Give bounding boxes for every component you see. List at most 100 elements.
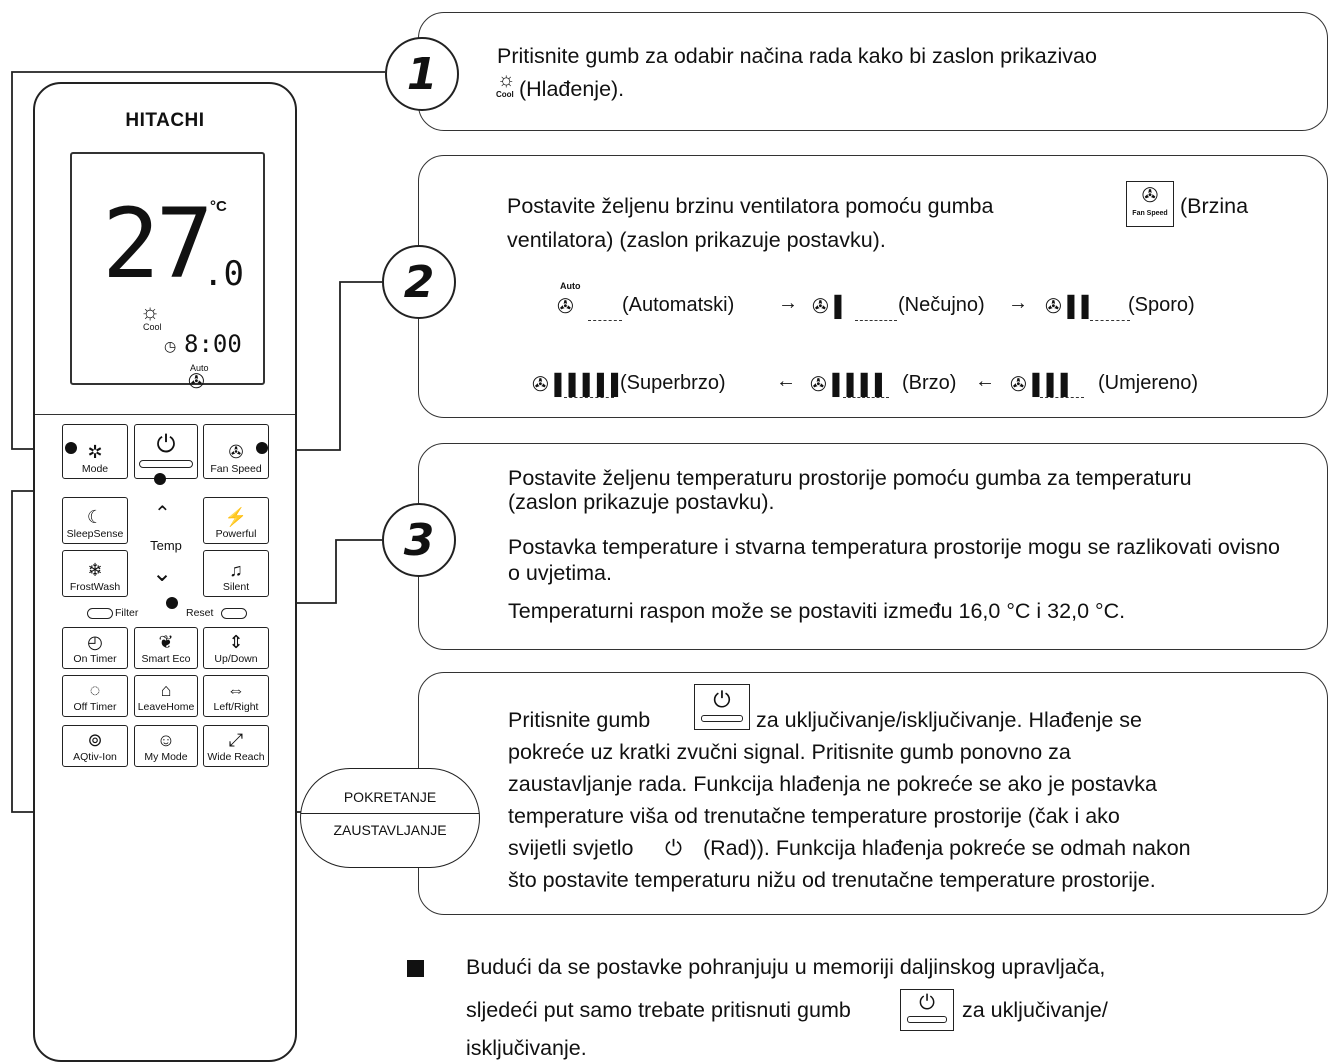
step-3-number: 3 xyxy=(382,503,456,577)
wide-reach-label: Wide Reach xyxy=(207,751,265,763)
speed-bars-low xyxy=(1090,320,1130,321)
fan-icon: ✇ ▌▌▌▌ xyxy=(810,374,889,396)
step-4-text-c: pokreće uz kratki zvučni signal. Pritisn… xyxy=(508,740,1071,764)
lcd-unit: °C xyxy=(210,198,227,215)
step-3-text-1: Postavite željenu temperaturu prostorije… xyxy=(508,466,1192,514)
ion-icon: ⊚ xyxy=(87,730,103,750)
reset-label: Reset xyxy=(186,607,214,619)
on-timer-button[interactable]: ◴ On Timer xyxy=(62,627,128,669)
frostwash-button[interactable]: ❄ FrostWash xyxy=(62,550,128,597)
callout-dot-power xyxy=(154,473,166,485)
speed-bars-quiet xyxy=(855,320,897,321)
aqtiv-ion-button[interactable]: ⊚ AQtiv-Ion xyxy=(62,725,128,767)
cool-icon-label: Cool xyxy=(496,90,514,99)
wide-reach-button[interactable]: ⤢ Wide Reach xyxy=(203,725,269,767)
sleepsense-label: SleepSense xyxy=(66,528,124,540)
power-indicator xyxy=(139,460,193,468)
speed-low: (Sporo) xyxy=(1128,294,1195,316)
powerful-icon: ⚡ xyxy=(224,507,248,527)
power-icon: ⏻ xyxy=(156,431,176,458)
step-3-text-3: Temperaturni raspon može se postaviti iz… xyxy=(508,599,1126,623)
powerful-label: Powerful xyxy=(215,528,257,540)
speed-medium: (Umjereno) xyxy=(1098,372,1199,394)
cool-icon: ☼ xyxy=(497,69,516,91)
fan-icon: ✇ ▌▌ xyxy=(1045,296,1096,318)
lcd-mode-label: Cool xyxy=(143,322,162,332)
my-mode-icon: ☺ xyxy=(156,730,176,750)
lcd-decimal: .0 xyxy=(203,254,244,294)
divider xyxy=(35,414,295,415)
power-icon: ⏻ xyxy=(919,992,935,1014)
mode-label: Mode xyxy=(81,463,109,475)
callout-dot-fan xyxy=(256,442,268,454)
step-4-text-d: zaustavljanje rada. Funkcija hlađenja ne… xyxy=(508,772,1157,796)
temp-button[interactable]: ⌃ Temp ⌄ xyxy=(134,497,198,597)
leavehome-button[interactable]: ⌂ LeaveHome xyxy=(134,675,198,717)
silent-button[interactable]: ♫ Silent xyxy=(203,550,269,597)
smart-eco-button[interactable]: ❦ Smart Eco xyxy=(134,627,198,669)
silent-label: Silent xyxy=(222,581,250,593)
speed-bars-medium xyxy=(1040,397,1084,398)
aqtiv-ion-label: AQtiv-Ion xyxy=(73,751,117,763)
fan-icon: ✇ xyxy=(228,442,244,462)
speed-auto: (Automatski) xyxy=(622,294,735,316)
step-1-text: Pritisnite gumb za odabir načina rada ka… xyxy=(497,44,1097,68)
start-stop-badge: POKRETANJE ZAUSTAVLJANJE xyxy=(300,768,480,868)
power-bar-icon xyxy=(701,715,743,722)
lcd-time: 8:00 xyxy=(184,330,242,358)
fan-icon: ✇ ▌ xyxy=(812,296,849,318)
cool-icon: ☼ xyxy=(140,299,161,324)
step-4-text-f: svijetli svjetlo xyxy=(508,836,634,860)
timer-icon: ◴ xyxy=(87,632,103,652)
lcd-fan-label: Auto xyxy=(190,363,209,373)
left-right-label: Left/Right xyxy=(213,701,259,713)
fan-speed-button-icon: ✇ Fan Speed xyxy=(1126,181,1174,227)
note-text-c: za uključivanje/ xyxy=(962,998,1108,1022)
fan-icon: ✇ xyxy=(1141,185,1159,207)
mode-icon: ✲ xyxy=(87,442,103,462)
speed-high: (Brzo) xyxy=(902,372,957,394)
callout-dot-temp xyxy=(166,597,178,609)
callout-dot-mode xyxy=(65,442,77,454)
off-timer-button[interactable]: ◌ Off Timer xyxy=(62,675,128,717)
temp-down-icon[interactable]: ⌄ xyxy=(152,560,173,587)
arrow-icon: → xyxy=(778,292,798,314)
frostwash-label: FrostWash xyxy=(69,581,121,593)
power-button-icon: ⏻ xyxy=(694,684,750,730)
note-text-b: sljedeći put samo trebate pritisnuti gum… xyxy=(466,998,851,1022)
step-3-text-2: Postavka temperature i stvarna temperatu… xyxy=(508,535,1280,585)
step-4-text-h: što postavite temperaturu nižu od trenut… xyxy=(508,868,1156,892)
swing-horizontal-icon: ⇔ xyxy=(227,680,245,700)
house-icon: ⌂ xyxy=(160,680,172,700)
temp-up-icon[interactable]: ⌃ xyxy=(154,503,171,525)
my-mode-button[interactable]: ☺ My Mode xyxy=(134,725,198,767)
speed-bars-super xyxy=(564,397,614,398)
leaf-icon: ❦ xyxy=(158,632,174,652)
step-1-number: 1 xyxy=(385,37,459,111)
my-mode-label: My Mode xyxy=(144,751,188,763)
temp-label: Temp xyxy=(150,538,182,553)
badge-divider xyxy=(301,813,479,814)
left-right-button[interactable]: ⇔ Left/Right xyxy=(203,675,269,717)
lcd-display: 27 °C .0 ☼ Cool ◷ 8:00 Auto ✇ xyxy=(70,152,265,393)
filter-button[interactable] xyxy=(87,608,113,619)
speed-quiet: (Nečujno) xyxy=(898,294,985,316)
start-label: POKRETANJE xyxy=(343,789,437,805)
swing-vertical-icon: ⇕ xyxy=(228,632,244,652)
sleepsense-button[interactable]: ☾ SleepSense xyxy=(62,497,128,544)
reset-button[interactable] xyxy=(221,608,247,619)
step-4-text-b: za uključivanje/isključivanje. Hlađenje … xyxy=(756,708,1143,732)
step-4-text-g: (Rad)). Funkcija hlađenja pokreće se odm… xyxy=(703,836,1191,860)
fan-speed-label: Fan Speed xyxy=(210,463,262,475)
frostwash-icon: ❄ xyxy=(87,560,103,580)
arrow-icon: ← xyxy=(975,370,995,392)
powerful-button[interactable]: ⚡ Powerful xyxy=(203,497,269,544)
leavehome-label: LeaveHome xyxy=(137,701,195,713)
up-down-button[interactable]: ⇕ Up/Down xyxy=(203,627,269,669)
off-timer-icon: ◌ xyxy=(89,680,101,700)
bullet-square xyxy=(407,960,424,977)
power-button[interactable]: ⏻ xyxy=(134,424,198,479)
step-1-box xyxy=(418,12,1328,131)
moon-icon: ☾ xyxy=(86,507,104,527)
step-2-text-c: ventilatora) (zaslon prikazuje postavku)… xyxy=(507,228,886,252)
